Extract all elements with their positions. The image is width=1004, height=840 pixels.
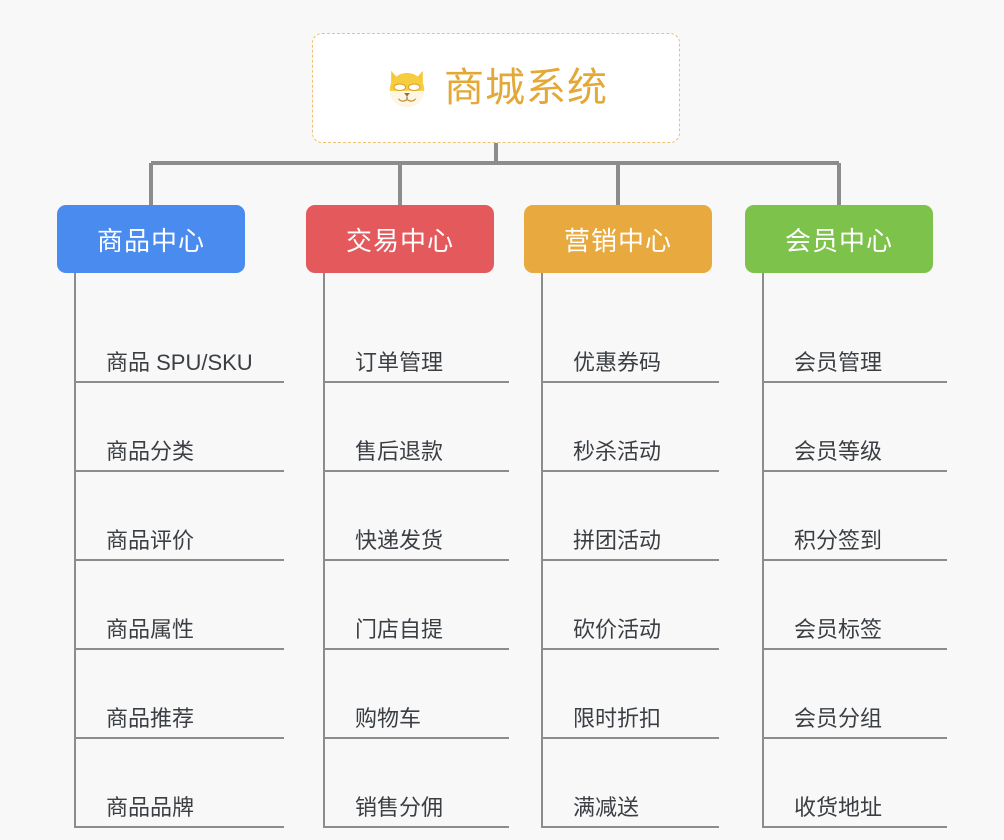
leaf-item[interactable]: 售后退款 bbox=[323, 383, 509, 472]
leaf-underline bbox=[541, 648, 719, 650]
leaf-label: 售后退款 bbox=[355, 439, 444, 464]
leaf-underline bbox=[323, 470, 509, 472]
leaf-item[interactable]: 会员管理 bbox=[762, 294, 947, 383]
column-member-center: 会员中心会员管理会员等级积分签到会员标签会员分组收货地址 bbox=[745, 205, 947, 828]
leaf-label: 砍价活动 bbox=[573, 617, 662, 642]
column-product-center: 商品中心商品 SPU/SKU 商品分类商品评价商品属性商品推荐商品品牌 bbox=[57, 205, 284, 828]
leaf-underline bbox=[541, 470, 719, 472]
leaf-item[interactable]: 限时折扣 bbox=[541, 650, 719, 739]
spine-line bbox=[74, 273, 76, 828]
leaf-item[interactable]: 积分签到 bbox=[762, 472, 947, 561]
leaf-underline bbox=[74, 737, 284, 739]
leaf-item[interactable]: 商品推荐 bbox=[74, 650, 284, 739]
leaf-label: 快递发货 bbox=[355, 528, 444, 553]
leaf-underline bbox=[74, 381, 284, 383]
leaf-item[interactable]: 会员等级 bbox=[762, 383, 947, 472]
leaf-list-trade-center: 订单管理售后退款快递发货门店自提购物车销售分佣 bbox=[323, 273, 509, 828]
leaf-label: 会员标签 bbox=[794, 617, 883, 642]
leaf-label: 拼团活动 bbox=[573, 528, 662, 553]
leaf-label: 优惠券码 bbox=[573, 350, 662, 375]
leaf-item[interactable]: 商品 SPU/SKU bbox=[74, 294, 284, 383]
category-box-member-center[interactable]: 会员中心 bbox=[745, 205, 933, 273]
leaf-underline bbox=[762, 648, 947, 650]
leaf-label: 积分签到 bbox=[794, 528, 883, 553]
leaf-item[interactable]: 订单管理 bbox=[323, 294, 509, 383]
leaf-label: 商品分类 bbox=[106, 439, 195, 464]
leaf-label: 商品品牌 bbox=[106, 795, 195, 820]
leaf-list-marketing-center: 优惠券码秒杀活动拼团活动砍价活动限时折扣满减送 bbox=[541, 273, 719, 828]
leaf-label: 会员分组 bbox=[794, 706, 883, 731]
category-box-marketing-center[interactable]: 营销中心 bbox=[524, 205, 712, 273]
leaf-label: 限时折扣 bbox=[573, 706, 662, 731]
leaf-underline bbox=[541, 737, 719, 739]
leaf-underline bbox=[323, 381, 509, 383]
category-label: 营销中心 bbox=[563, 225, 672, 256]
leaf-item[interactable]: 商品品牌 bbox=[74, 739, 284, 828]
leaf-underline bbox=[541, 826, 719, 828]
leaf-item[interactable]: 购物车 bbox=[323, 650, 509, 739]
column-trade-center: 交易中心订单管理售后退款快递发货门店自提购物车销售分佣 bbox=[306, 205, 509, 828]
spine-line bbox=[323, 273, 325, 828]
leaf-item[interactable]: 快递发货 bbox=[323, 472, 509, 561]
leaf-item[interactable]: 收货地址 bbox=[762, 739, 947, 828]
column-marketing-center: 营销中心优惠券码秒杀活动拼团活动砍价活动限时折扣满减送 bbox=[524, 205, 719, 828]
leaf-label: 会员管理 bbox=[794, 350, 883, 375]
leaf-underline bbox=[323, 737, 509, 739]
leaf-item[interactable]: 销售分佣 bbox=[323, 739, 509, 828]
leaf-label: 商品属性 bbox=[106, 617, 195, 642]
leaf-underline bbox=[541, 559, 719, 561]
leaf-item[interactable]: 秒杀活动 bbox=[541, 383, 719, 472]
leaf-underline bbox=[74, 559, 284, 561]
leaf-item[interactable]: 会员分组 bbox=[762, 650, 947, 739]
leaf-label: 商品 SPU/SKU bbox=[106, 350, 253, 375]
leaf-underline bbox=[74, 826, 284, 828]
leaf-label: 购物车 bbox=[355, 706, 422, 731]
leaf-label: 订单管理 bbox=[355, 350, 444, 375]
leaf-label: 满减送 bbox=[573, 795, 640, 820]
leaf-item[interactable]: 商品分类 bbox=[74, 383, 284, 472]
leaf-label: 会员等级 bbox=[794, 439, 883, 464]
leaf-underline bbox=[323, 559, 509, 561]
leaf-underline bbox=[74, 470, 284, 472]
leaf-list-product-center: 商品 SPU/SKU 商品分类商品评价商品属性商品推荐商品品牌 bbox=[74, 273, 284, 828]
leaf-label: 销售分佣 bbox=[355, 795, 444, 820]
leaf-underline bbox=[541, 381, 719, 383]
leaf-item[interactable]: 砍价活动 bbox=[541, 561, 719, 650]
leaf-item[interactable]: 门店自提 bbox=[323, 561, 509, 650]
leaf-underline bbox=[762, 737, 947, 739]
leaf-underline bbox=[762, 381, 947, 383]
leaf-underline bbox=[762, 826, 947, 828]
root-node[interactable]: 商城系统 bbox=[312, 33, 680, 143]
leaf-label: 商品评价 bbox=[106, 528, 195, 553]
category-label: 会员中心 bbox=[784, 225, 893, 256]
category-label: 商品中心 bbox=[96, 225, 205, 256]
leaf-underline bbox=[762, 470, 947, 472]
leaf-label: 门店自提 bbox=[355, 617, 444, 642]
category-box-product-center[interactable]: 商品中心 bbox=[57, 205, 245, 273]
leaf-item[interactable]: 满减送 bbox=[541, 739, 719, 828]
leaf-label: 秒杀活动 bbox=[573, 439, 662, 464]
leaf-item[interactable]: 优惠券码 bbox=[541, 294, 719, 383]
leaf-label: 商品推荐 bbox=[106, 706, 195, 731]
category-label: 交易中心 bbox=[345, 225, 454, 256]
leaf-list-member-center: 会员管理会员等级积分签到会员标签会员分组收货地址 bbox=[762, 273, 947, 828]
root-title: 商城系统 bbox=[444, 66, 608, 110]
spine-line bbox=[541, 273, 543, 828]
leaf-item[interactable]: 拼团活动 bbox=[541, 472, 719, 561]
shiba-dog-face-icon bbox=[389, 70, 425, 108]
leaf-underline bbox=[323, 648, 509, 650]
leaf-item[interactable]: 会员标签 bbox=[762, 561, 947, 650]
spine-line bbox=[762, 273, 764, 828]
leaf-underline bbox=[74, 648, 284, 650]
leaf-underline bbox=[762, 559, 947, 561]
leaf-underline bbox=[323, 826, 509, 828]
leaf-item[interactable]: 商品属性 bbox=[74, 561, 284, 650]
leaf-label: 收货地址 bbox=[794, 795, 883, 820]
category-box-trade-center[interactable]: 交易中心 bbox=[306, 205, 494, 273]
leaf-item[interactable]: 商品评价 bbox=[74, 472, 284, 561]
